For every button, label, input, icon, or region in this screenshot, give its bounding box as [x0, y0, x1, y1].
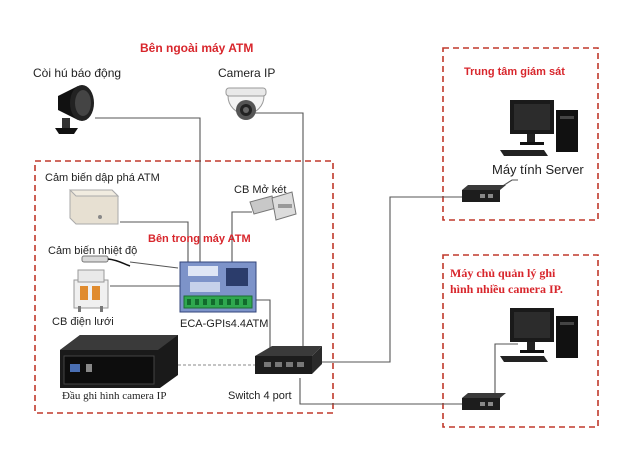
- controller-board: [179, 261, 257, 313]
- nvr-pc-icon: [500, 308, 578, 362]
- outside-atm-heading: Bên ngoài máy ATM: [140, 41, 254, 55]
- monitoring-center-heading: Trung tâm giám sát: [464, 66, 565, 78]
- dvr-label: Đầu ghi hình camera IP: [62, 390, 167, 402]
- controller-label: ECA-GPIs4.4ATM: [180, 318, 269, 330]
- switch-to-server-gateway-line: [312, 196, 462, 363]
- switch-icon: [255, 346, 322, 374]
- shock-sensor-label: Cảm biến dập phá ATM: [45, 172, 160, 184]
- door-sensor-icon: [249, 191, 297, 221]
- controller-to-switch-line: [255, 299, 271, 352]
- door-sensor-label: CB Mở két: [234, 184, 287, 196]
- siren-to-controller-line: [95, 117, 201, 262]
- shock-sensor-to-controller-line: [120, 221, 189, 262]
- ip-camera-label: Camera IP: [218, 66, 276, 80]
- power-sensor-icon: [73, 269, 109, 312]
- siren-label: Còi hú báo động: [33, 66, 122, 80]
- nvr-gateway-icon: [462, 393, 506, 410]
- nvr-server-heading-line2: hình nhiều camera IP.: [450, 282, 563, 296]
- temp-sensor-to-controller-line: [129, 261, 179, 269]
- power-sensor-label: CB điện lưới: [52, 316, 114, 328]
- nvr-server-heading-line1: Máy chủ quản lý ghi: [450, 266, 556, 280]
- switch-label: Switch 4 port: [228, 390, 292, 402]
- server-gateway-icon: [462, 185, 506, 202]
- ip-camera-icon: [225, 87, 267, 120]
- switch-nvr-gateway-line: [299, 378, 462, 405]
- nvr-server-boundary: [442, 254, 599, 428]
- monitoring-center-boundary: [442, 47, 599, 221]
- inside-atm-heading: Bên trong máy ATM: [148, 233, 251, 245]
- shock-sensor-icon: [68, 189, 120, 225]
- server-pc-icon: [500, 100, 578, 156]
- camera-to-switch-line: [245, 112, 304, 352]
- temperature-sensor-label: Cảm biến nhiệt độ: [48, 245, 138, 257]
- dvr-icon: [60, 335, 178, 388]
- inside-atm-boundary: [34, 160, 334, 414]
- siren-icon: [55, 85, 94, 134]
- door-sensor-to-controller-line: [231, 211, 252, 262]
- server-pc-label: Máy tính Server: [492, 162, 584, 177]
- temperature-sensor-icon: [81, 255, 131, 267]
- gateway-to-nvr-pc-line: [494, 343, 518, 398]
